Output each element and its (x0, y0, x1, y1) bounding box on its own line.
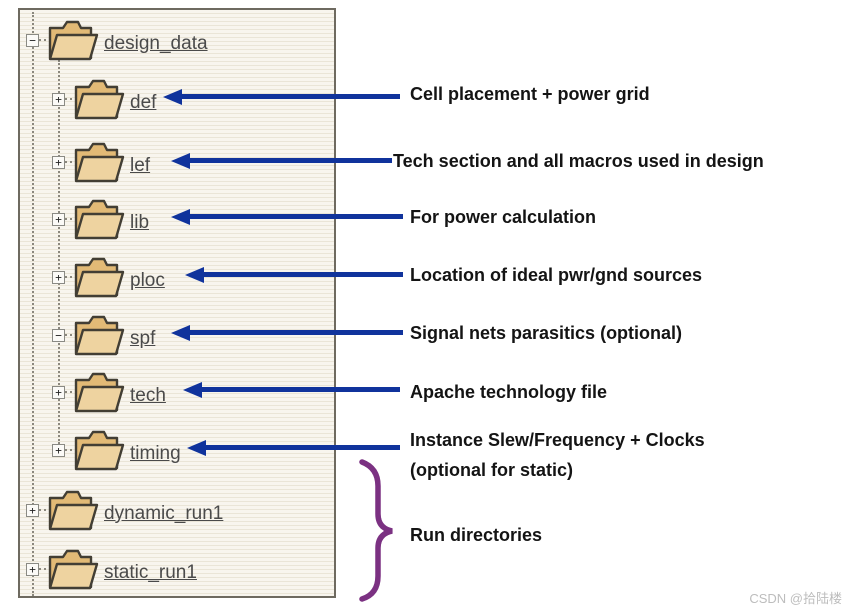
tree-trunk-line (32, 12, 34, 596)
arrow-to-def (163, 89, 400, 105)
tree-connector (39, 568, 46, 570)
expand-toggle-icon[interactable]: + (26, 562, 39, 576)
folder-icon[interactable] (73, 370, 125, 414)
tree-connector (65, 161, 72, 163)
watermark: CSDN @拾陆楼 (749, 591, 842, 606)
tree-connector (39, 39, 46, 41)
tree-item-timing[interactable]: + timing (52, 427, 181, 473)
tree-connector (39, 509, 46, 511)
tree-connector (65, 449, 72, 451)
expand-toggle-icon[interactable]: + (52, 155, 65, 169)
arrow-to-tech (183, 382, 400, 398)
tree-item-ploc[interactable]: + ploc (52, 254, 165, 300)
folder-icon[interactable] (73, 140, 125, 184)
folder-label[interactable]: timing (130, 442, 181, 464)
folder-label[interactable]: design_data (104, 32, 208, 54)
tree-panel: − design_data + def + lef + lib + (18, 8, 336, 598)
tree-connector (65, 334, 72, 336)
folder-icon[interactable] (73, 255, 125, 299)
folder-label[interactable]: lib (130, 211, 150, 233)
arrow-to-spf (171, 325, 403, 341)
tree-connector (65, 391, 72, 393)
tree-item-lef[interactable]: + lef (52, 139, 150, 185)
folder-label[interactable]: def (130, 91, 157, 113)
tree-item-dynamic-run1[interactable]: + dynamic_run1 (26, 487, 223, 533)
tree-item-tech[interactable]: + tech (52, 369, 166, 415)
folder-label[interactable]: static_run1 (104, 561, 197, 583)
expand-toggle-icon[interactable]: + (52, 92, 65, 106)
expand-toggle-icon[interactable]: + (52, 270, 65, 284)
expand-toggle-icon[interactable]: + (52, 212, 65, 226)
folder-label[interactable]: dynamic_run1 (104, 502, 224, 524)
note-tech: Apache technology file (410, 382, 608, 402)
note-timing-line2: (optional for static) (410, 460, 573, 480)
folder-icon[interactable] (47, 547, 99, 591)
expand-toggle-icon[interactable]: + (52, 443, 65, 457)
folder-icon[interactable] (73, 197, 125, 241)
folder-label[interactable]: lef (130, 154, 151, 176)
folder-label[interactable]: spf (130, 327, 156, 349)
note-lef: Tech section and all macros used in desi… (393, 151, 764, 171)
folder-icon[interactable] (47, 18, 99, 62)
tree-item-def[interactable]: + def (52, 76, 156, 122)
arrow-to-ploc (185, 267, 403, 283)
tree-connector (65, 276, 72, 278)
tree-item-design-data[interactable]: − design_data (26, 17, 208, 63)
arrow-to-timing (187, 440, 400, 456)
note-ploc: Location of ideal pwr/gnd sources (410, 265, 703, 285)
expand-toggle-icon[interactable]: − (26, 33, 39, 47)
note-timing-line1: Instance Slew/Frequency + Clocks (410, 430, 705, 450)
note-timing: Instance Slew/Frequency + Clocks (option… (410, 425, 705, 485)
expand-toggle-icon[interactable]: + (52, 385, 65, 399)
curly-brace (359, 459, 393, 602)
note-spf: Signal nets parasitics (optional) (410, 323, 683, 343)
folder-icon[interactable] (73, 77, 125, 121)
tree-connector (65, 98, 72, 100)
note-lib: For power calculation (410, 207, 597, 227)
tree-branch-line (58, 60, 60, 444)
note-run-directories: Run directories (410, 525, 543, 545)
tree-item-spf[interactable]: − spf (52, 312, 155, 358)
expand-toggle-icon[interactable]: + (26, 503, 39, 517)
tree-item-lib[interactable]: + lib (52, 196, 149, 242)
folder-label[interactable]: ploc (130, 269, 165, 291)
tree-item-static-run1[interactable]: + static_run1 (26, 546, 197, 592)
tree-connector (65, 218, 72, 220)
note-def: Cell placement + power grid (410, 84, 650, 104)
folder-icon[interactable] (73, 313, 125, 357)
folder-label[interactable]: tech (130, 384, 166, 406)
expand-toggle-icon[interactable]: − (52, 328, 65, 342)
arrow-to-lef (171, 153, 392, 169)
arrow-to-lib (171, 209, 403, 225)
folder-icon[interactable] (47, 488, 99, 532)
folder-icon[interactable] (73, 428, 125, 472)
